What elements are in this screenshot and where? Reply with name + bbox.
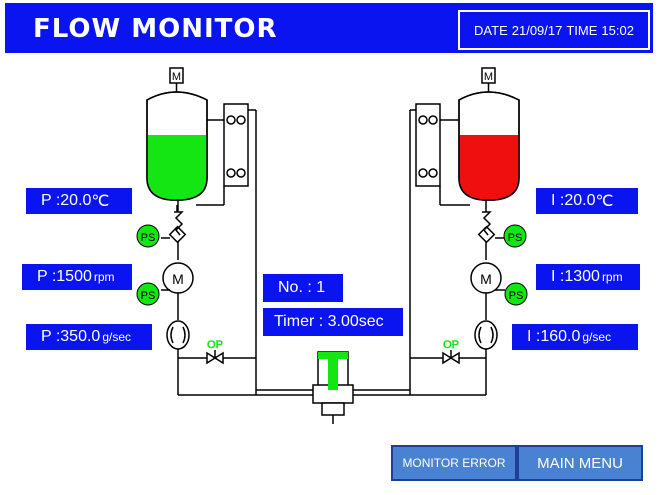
date-value: 21/09/17 (511, 22, 563, 38)
left-speed-unit: rpm (93, 270, 115, 284)
right-temperature-display: I : 20.0 ℃ (536, 188, 638, 214)
left-temperature-value: 20.0 (60, 192, 92, 209)
left-tank-motor-label: M (172, 71, 181, 83)
right-speed-display: I : 1300 rpm (536, 264, 640, 290)
left-pressure-switch-lower: PS (136, 282, 160, 306)
left-check-valve (168, 225, 187, 244)
left-speed-prefix: P : (37, 268, 57, 285)
left-flow-unit: g/sec (102, 330, 132, 344)
main-menu-button[interactable]: MAIN MENU (517, 445, 643, 481)
left-valve-label: OP (207, 339, 223, 351)
right-speed-value: 1300 (564, 268, 600, 285)
right-flow-unit: g/sec (582, 330, 612, 344)
right-tank-fill (459, 135, 519, 200)
time-label: TIME (566, 22, 598, 38)
left-heat-exchanger (223, 103, 249, 187)
left-pressure-switch-upper: PS (136, 224, 160, 248)
timer-display: Timer : 3.00sec (263, 308, 403, 336)
right-speed-prefix: I : (551, 268, 565, 285)
left-flow-value: 350.0 (60, 328, 101, 345)
right-flow-display: I : 160.0 g/sec (512, 324, 638, 350)
monitor-error-button[interactable]: MONITOR ERROR (391, 445, 517, 481)
time-value: 15:02 (601, 22, 634, 38)
left-temperature-prefix: P : (41, 192, 61, 209)
left-tank-fill (147, 135, 207, 200)
svg-text:PS: PS (141, 232, 156, 244)
mixer-t-symbol (318, 352, 348, 390)
right-flow-value: 160.0 (540, 328, 581, 345)
datetime-display: DATE 21/09/17 TIME 15:02 (458, 10, 650, 50)
right-tank-motor-label: M (484, 71, 493, 83)
right-temperature-value: 20.0 (564, 192, 596, 209)
left-temperature-display: P : 20.0 ℃ (26, 188, 132, 214)
left-speed-value: 1500 (56, 268, 92, 285)
left-flow-display: P : 350.0 g/sec (26, 324, 152, 350)
right-pump-label: M (480, 271, 492, 287)
right-pressure-switch-lower: PS (504, 282, 528, 306)
right-flow-prefix: I : (527, 328, 541, 345)
right-pressure-switch-upper: PS (503, 224, 527, 248)
left-speed-display: P : 1500 rpm (22, 264, 132, 290)
right-temperature-unit: ℃ (595, 193, 614, 210)
right-check-valve (477, 225, 496, 244)
right-heat-exchanger (415, 103, 441, 187)
svg-text:PS: PS (141, 290, 156, 302)
header-bar: FLOW MONITOR DATE 21/09/17 TIME 15:02 (5, 3, 653, 53)
batch-number-display: No. : 1 (263, 274, 343, 302)
left-temperature-unit: ℃ (91, 193, 110, 210)
right-temperature-prefix: I : (551, 192, 565, 209)
svg-text:PS: PS (508, 232, 523, 244)
right-speed-unit: rpm (601, 270, 623, 284)
left-pump-label: M (172, 271, 184, 287)
svg-text:PS: PS (509, 290, 524, 302)
left-flow-prefix: P : (41, 328, 61, 345)
date-label: DATE (474, 22, 508, 38)
right-valve-label: OP (443, 339, 459, 351)
page-title: FLOW MONITOR (33, 14, 278, 44)
